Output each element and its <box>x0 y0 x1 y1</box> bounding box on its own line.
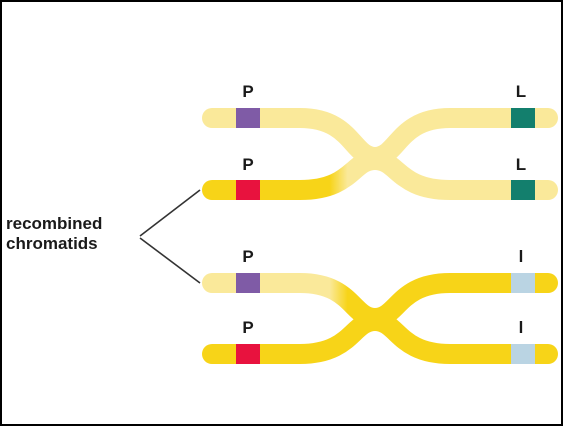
pointer-line-lower <box>139 237 201 284</box>
side-label: recombined chromatids <box>6 214 102 253</box>
gene-label-1-left: P <box>242 82 253 101</box>
chromatid-1-right-band <box>511 108 535 128</box>
gene-label-1-right: L <box>516 82 526 101</box>
gene-label-4-right: l <box>519 318 524 337</box>
gene-labels: P L P L P l P l <box>242 82 526 337</box>
chromatid-4-right-band <box>511 344 535 364</box>
chromatid-2-body <box>202 149 558 200</box>
chromatid-4-body <box>202 310 558 364</box>
gene-label-3-left: P <box>242 247 253 266</box>
gene-label-2-right: L <box>516 155 526 174</box>
chromatid-1-left-band <box>236 108 260 128</box>
pointer-line-upper <box>139 189 201 237</box>
chromatid-4 <box>202 310 558 364</box>
chromatid-3 <box>202 273 558 329</box>
gene-label-4-left: P <box>242 318 253 337</box>
pointer-lines <box>139 189 201 284</box>
side-label-line-1: recombined <box>6 214 102 233</box>
gene-label-2-left: P <box>242 155 253 174</box>
chromatid-2-left-band <box>236 180 260 200</box>
chromatid-2 <box>202 149 558 200</box>
chromatid-3-right-band <box>511 273 535 293</box>
chromatid-3-left-band <box>236 273 260 293</box>
side-label-line-2: chromatids <box>6 234 98 253</box>
chromatid-2-right-band <box>511 180 535 200</box>
gene-label-3-right: l <box>519 247 524 266</box>
chromatid-1 <box>202 108 558 168</box>
chromatid-4-left-band <box>236 344 260 364</box>
